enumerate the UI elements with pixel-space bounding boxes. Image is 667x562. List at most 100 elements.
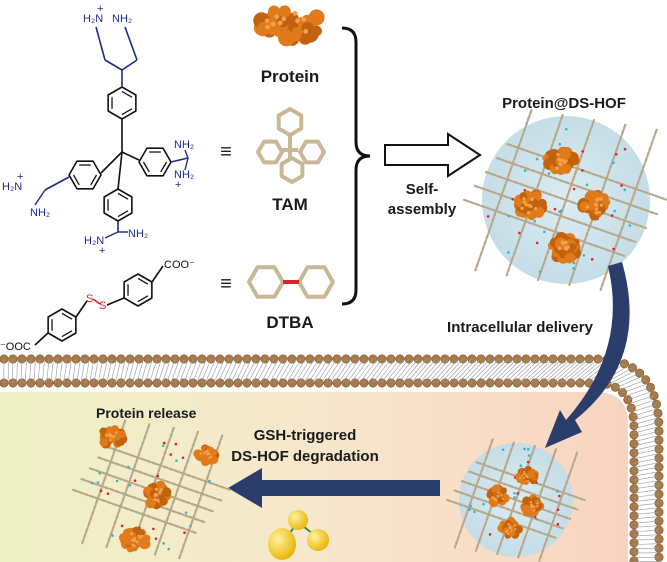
gsh-molecule-icon (268, 510, 329, 560)
lipid-tail (462, 358, 486, 384)
lipid-tail (63, 358, 68, 384)
lipid-head (323, 378, 333, 388)
lipid-tail (415, 358, 437, 384)
lipid-tail (350, 358, 369, 384)
benzene-ring (276, 107, 304, 137)
lipid-tail (445, 358, 468, 384)
lipid-head (629, 457, 639, 467)
lipid-head (8, 378, 18, 388)
lipid-tail (24, 358, 27, 384)
lipid-head (134, 378, 144, 388)
framework-strut (496, 444, 537, 556)
lipid-tail (633, 547, 660, 550)
lipid-head (521, 378, 531, 388)
lipid-tail (633, 525, 660, 528)
self-assembly-label: assembly (388, 201, 457, 218)
lipid-tail (93, 358, 99, 384)
gsh-label: GSH-triggered (254, 427, 357, 444)
lipid-tail (423, 358, 446, 384)
lipid-tail (372, 358, 392, 384)
framework-strut (105, 445, 233, 492)
amidine-label: NH₂ (128, 228, 148, 240)
lipid-tail (565, 358, 594, 384)
lipid-head (395, 378, 405, 388)
protein-icon (515, 465, 539, 485)
lipid-tail (633, 435, 660, 442)
carboxylate-label: ⁻OOC (0, 341, 31, 353)
lipid-tail (509, 358, 536, 384)
lipid-tail (342, 358, 360, 384)
lipid-tail (269, 358, 284, 384)
lipid-tail (552, 358, 581, 384)
lipid-head (107, 378, 117, 388)
lipid-head (653, 408, 663, 418)
lipid-head (566, 378, 576, 388)
lipid-tail (633, 516, 660, 520)
lipid-head (188, 378, 198, 388)
lipid-tail (487, 358, 513, 384)
lipid-tail (179, 358, 189, 384)
bracket (341, 26, 371, 306)
lipid-tail (16, 358, 18, 384)
lipid-tail (277, 358, 293, 384)
lipid-tail (466, 358, 491, 384)
lipid-tail (33, 358, 36, 384)
lipid-tail (625, 387, 651, 397)
lipid-head (71, 378, 81, 388)
lipid-head (350, 378, 360, 388)
lipid-tail (119, 358, 126, 384)
self-assembly-label: Self- (406, 181, 439, 198)
lipid-tail (333, 358, 351, 384)
lipid-head (629, 484, 639, 494)
framework-strut (153, 430, 200, 557)
lipid-tail (205, 358, 216, 384)
intracellular-delivery-label: Intracellular delivery (447, 319, 594, 336)
lipid-tail (633, 475, 660, 481)
benzene-ring (298, 139, 326, 165)
lipid-tail (50, 358, 54, 384)
gsh-label: DS-HOF degradation (231, 448, 379, 465)
sulfur-label: S (86, 293, 93, 305)
lipid-head (619, 359, 629, 369)
lipid-tail (273, 358, 288, 384)
lipid-tail (633, 502, 660, 507)
lipid-tail (20, 358, 23, 384)
lipid-head (654, 417, 664, 427)
lipid-tail (633, 511, 660, 515)
lipid-head (224, 378, 234, 388)
lipid-tail (479, 358, 504, 384)
lipid-head (629, 538, 639, 548)
lipid-tail (312, 358, 329, 384)
lipid-head (629, 493, 639, 503)
lipid-head (629, 439, 639, 449)
amidine-label: NH₂ (30, 207, 50, 219)
lipid-tail (132, 358, 140, 384)
lipid-tail (633, 466, 660, 472)
lipid-head (35, 378, 45, 388)
lipid-head (512, 378, 522, 388)
lipid-tail (633, 489, 660, 494)
lipid-tail (136, 358, 144, 384)
benzene-ring (123, 273, 153, 307)
lipid-tail (192, 358, 203, 384)
lipid-tail (633, 538, 660, 541)
lipid-head (80, 378, 90, 388)
lipid-tail (627, 391, 653, 401)
framework-strut (71, 488, 199, 535)
framework-strut (506, 143, 667, 202)
protein-icon (253, 5, 325, 47)
benzene-ring (256, 139, 284, 165)
lipid-tail (539, 358, 567, 384)
amidine-label: NH₂ (174, 139, 194, 151)
lipid-tail (380, 358, 401, 384)
lipid-tail (569, 358, 599, 384)
tam-label: TAM (272, 195, 308, 214)
lipid-tail (496, 358, 522, 384)
lipid-tail (633, 471, 660, 477)
tam-3d-icon (256, 107, 326, 184)
lipid-tail (633, 534, 660, 537)
protein-icon (542, 146, 580, 176)
framework-strut (473, 184, 637, 244)
protein-icon (118, 526, 151, 553)
lipid-tail (543, 358, 572, 384)
